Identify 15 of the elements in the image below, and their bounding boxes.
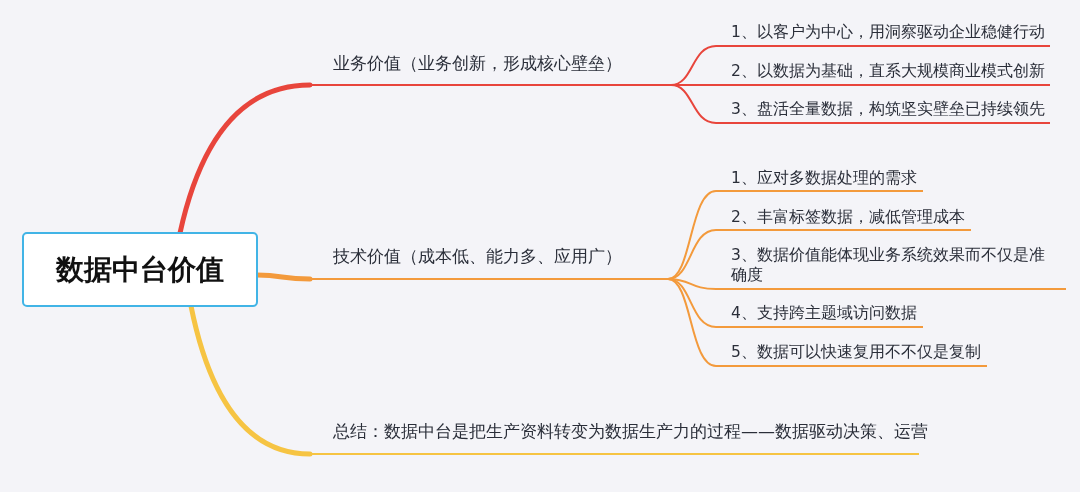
subtopic: 1、应对多数据处理的需求 — [716, 168, 923, 192]
subtopic: 2、以数据为基础，直系大规模商业模式创新 — [716, 61, 1050, 86]
subtopic: 3、盘活全量数据，构筑坚实壁垒已持续领先 — [716, 99, 1050, 124]
branch-line — [670, 84, 717, 124]
branch-line — [667, 190, 717, 280]
subtopic: 2、丰富标签数据，减低管理成本 — [716, 207, 971, 231]
branch-line — [667, 278, 717, 367]
subtopic: 5、数据可以快速复用不不仅是复制 — [716, 342, 987, 367]
branch-topic: 技术价值（成本低、能力多、应用广） — [310, 245, 668, 280]
central-topic-box: 数据中台价值 — [22, 232, 258, 307]
branch-topic: 业务价值（业务创新，形成核心壁垒） — [310, 52, 671, 86]
subtopic: 4、支持跨主题域访问数据 — [716, 303, 923, 328]
branch-line — [667, 278, 717, 328]
subtopic: 3、数据价值能体现业务系统效果而不仅是准确度 — [716, 245, 1066, 290]
subtopic: 1、以客户为中心，用洞察驱动企业稳健行动 — [716, 22, 1050, 47]
